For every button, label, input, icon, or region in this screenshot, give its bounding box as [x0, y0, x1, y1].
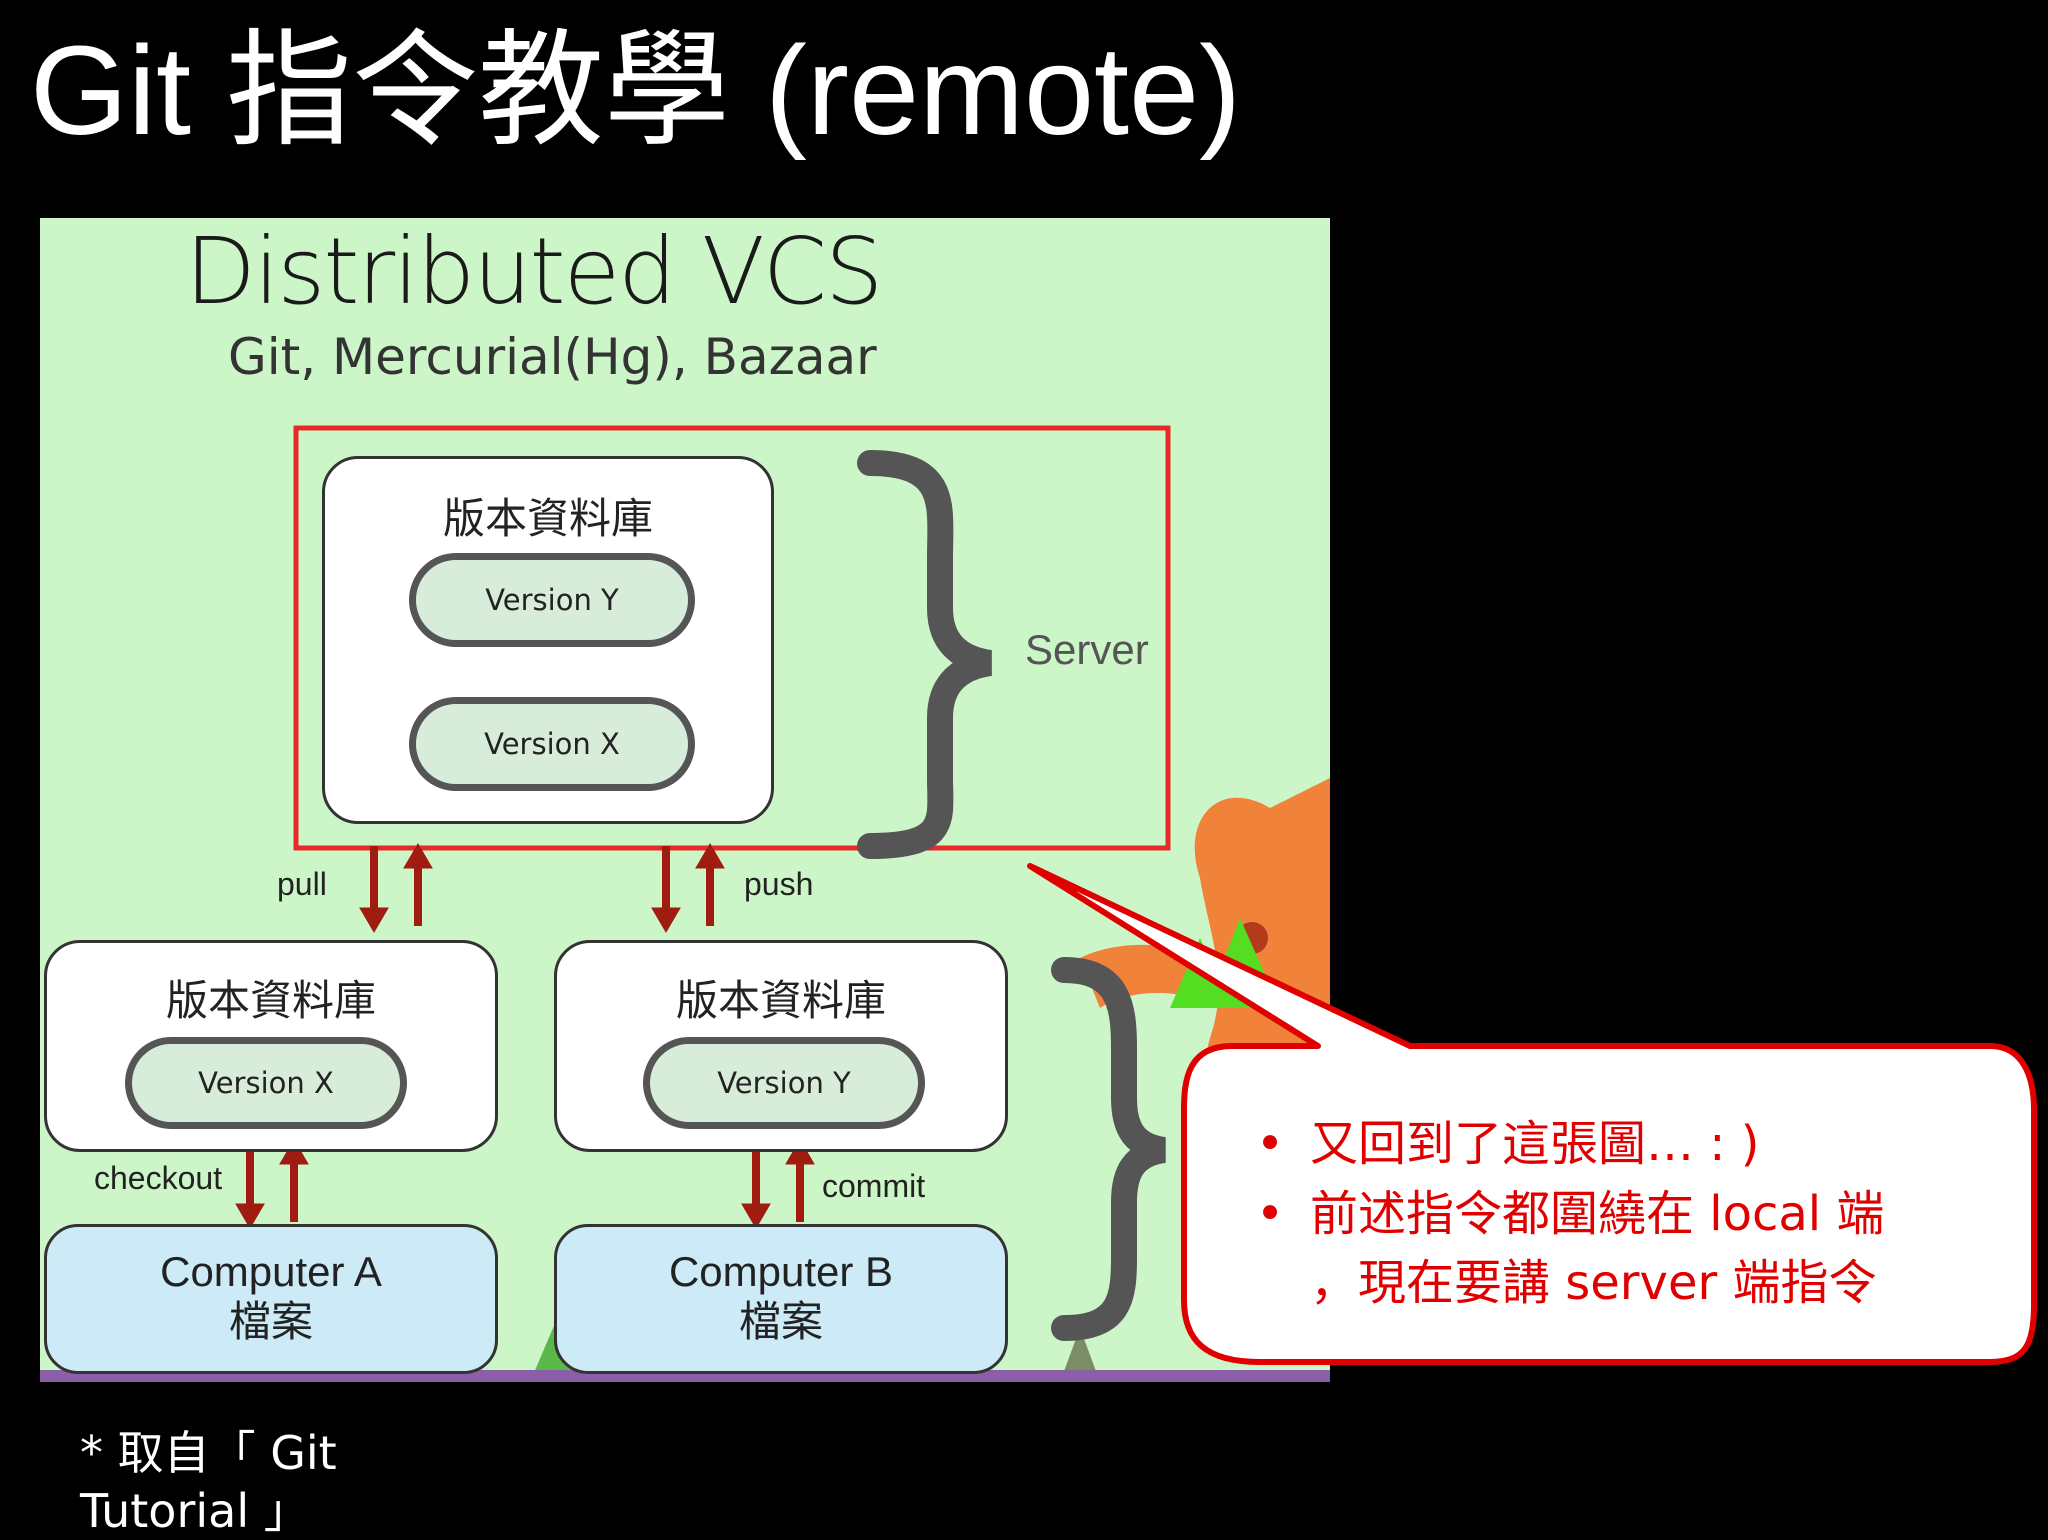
- tree-decoration: [1060, 1328, 1100, 1382]
- bullet: •: [1255, 1185, 1285, 1242]
- version-x-node: Version X: [409, 697, 695, 791]
- push-arrows: [651, 843, 725, 933]
- version-x-node: Version X: [125, 1037, 407, 1129]
- computer-files: 檔案: [738, 1298, 823, 1346]
- server-repository: 版本資料庫 Version Y Version X: [322, 456, 774, 824]
- pull-arrows: [359, 843, 433, 933]
- commit-arrows: [741, 1139, 815, 1229]
- bullet: •: [1255, 1116, 1285, 1172]
- computer-name: Computer B: [668, 1248, 894, 1295]
- server-highlight-frame: [293, 425, 1171, 851]
- commit-label: commit: [822, 1168, 926, 1204]
- callout-text: • 又回到了這張圖… : ) • 前述指令都圍繞在 local 端 ，現在要講 …: [1230, 1110, 1885, 1319]
- local-repository-a: 版本資料庫 Version X: [44, 940, 498, 1152]
- callout-line-1: 又回到了這張圖… : ): [1310, 1116, 1760, 1172]
- pull-label: pull: [277, 866, 327, 902]
- slide-title: Git 指令教學 (remote): [30, 20, 1242, 161]
- version-y-node: Version Y: [643, 1037, 925, 1129]
- callout-row: • 前述指令都圍繞在 local 端: [1230, 1180, 1885, 1250]
- source-footnote: * 取自「 Git Tutorial 」: [80, 1426, 337, 1538]
- server-brace-icon: [857, 450, 993, 859]
- diagram-subtitle: Git, Mercurial(Hg), Bazaar: [228, 328, 877, 386]
- computer-b: Computer B 檔案: [554, 1224, 1008, 1374]
- computer-a: Computer A 檔案: [44, 1224, 498, 1374]
- distributed-vcs-diagram: Distributed VCS Git, Mercurial(Hg), Baza…: [40, 218, 1330, 1382]
- push-label: push: [744, 866, 814, 902]
- computer-files: 檔案: [228, 1298, 313, 1346]
- repository-title: 版本資料庫: [442, 494, 653, 543]
- checkout-arrows: [235, 1139, 309, 1229]
- local-repository-b: 版本資料庫 Version Y: [554, 940, 1008, 1152]
- callout-row: • 又回到了這張圖… : ): [1230, 1110, 1884, 1180]
- repository-title: 版本資料庫: [675, 976, 886, 1025]
- callout-line-2: 前述指令都圍繞在 local 端: [1310, 1185, 1885, 1242]
- diagram-title: Distributed VCS: [185, 218, 883, 325]
- server-label: Server: [1025, 626, 1149, 673]
- version-y-node: Version Y: [409, 553, 695, 647]
- checkout-label: checkout: [94, 1160, 223, 1196]
- computer-name: Computer A: [160, 1248, 382, 1295]
- client-brace-icon: [1051, 957, 1167, 1341]
- repository-title: 版本資料庫: [165, 976, 376, 1025]
- callout-line-3: ，現在要講 server 端指令: [1310, 1255, 1877, 1312]
